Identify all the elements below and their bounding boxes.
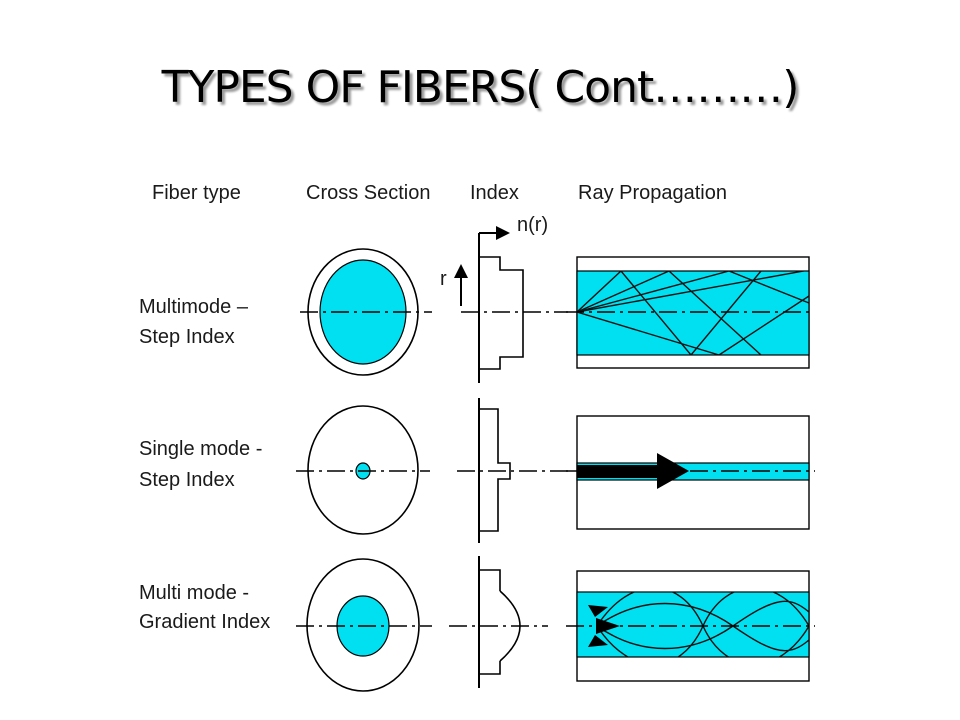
row-label-multimode-step: Multimode – Step Index xyxy=(139,296,249,348)
header-ray-propagation: Ray Propagation xyxy=(578,182,727,204)
slide-title: TYPES OF FIBERS( Cont………) xyxy=(161,62,800,113)
header-fiber-type: Fiber type xyxy=(152,182,241,204)
row-label-line1: Multi mode - xyxy=(139,582,249,604)
ray-propagation-multimode-step xyxy=(566,256,813,369)
row-label-line1: Multimode – xyxy=(139,296,249,318)
cross-section-singlemode-step xyxy=(296,405,430,535)
ray-propagation-singlemode-step xyxy=(566,415,815,530)
header-index: Index xyxy=(470,182,519,204)
n-axis-label: n(r) xyxy=(517,214,548,236)
row-label-line2: Step Index xyxy=(139,326,235,348)
row-label-singlemode-step: Single mode - Step Index xyxy=(139,438,262,491)
header-cross-section: Cross Section xyxy=(306,182,431,204)
row-label-line2: Step Index xyxy=(139,469,235,491)
row-label-multimode-gradient: Multi mode - Gradient Index xyxy=(139,582,270,633)
row-label-line1: Single mode - xyxy=(139,438,262,460)
index-profile-multimode-step: n(r) r xyxy=(440,214,568,383)
index-profile-singlemode-step xyxy=(457,398,568,543)
ray-propagation-multimode-gradient xyxy=(566,570,815,682)
cross-section-multimode-gradient xyxy=(296,558,432,692)
row-label-line2: Gradient Index xyxy=(139,611,270,633)
cross-section-multimode-step xyxy=(300,248,432,376)
r-axis-label: r xyxy=(440,268,447,290)
index-profile-multimode-gradient xyxy=(449,556,548,688)
